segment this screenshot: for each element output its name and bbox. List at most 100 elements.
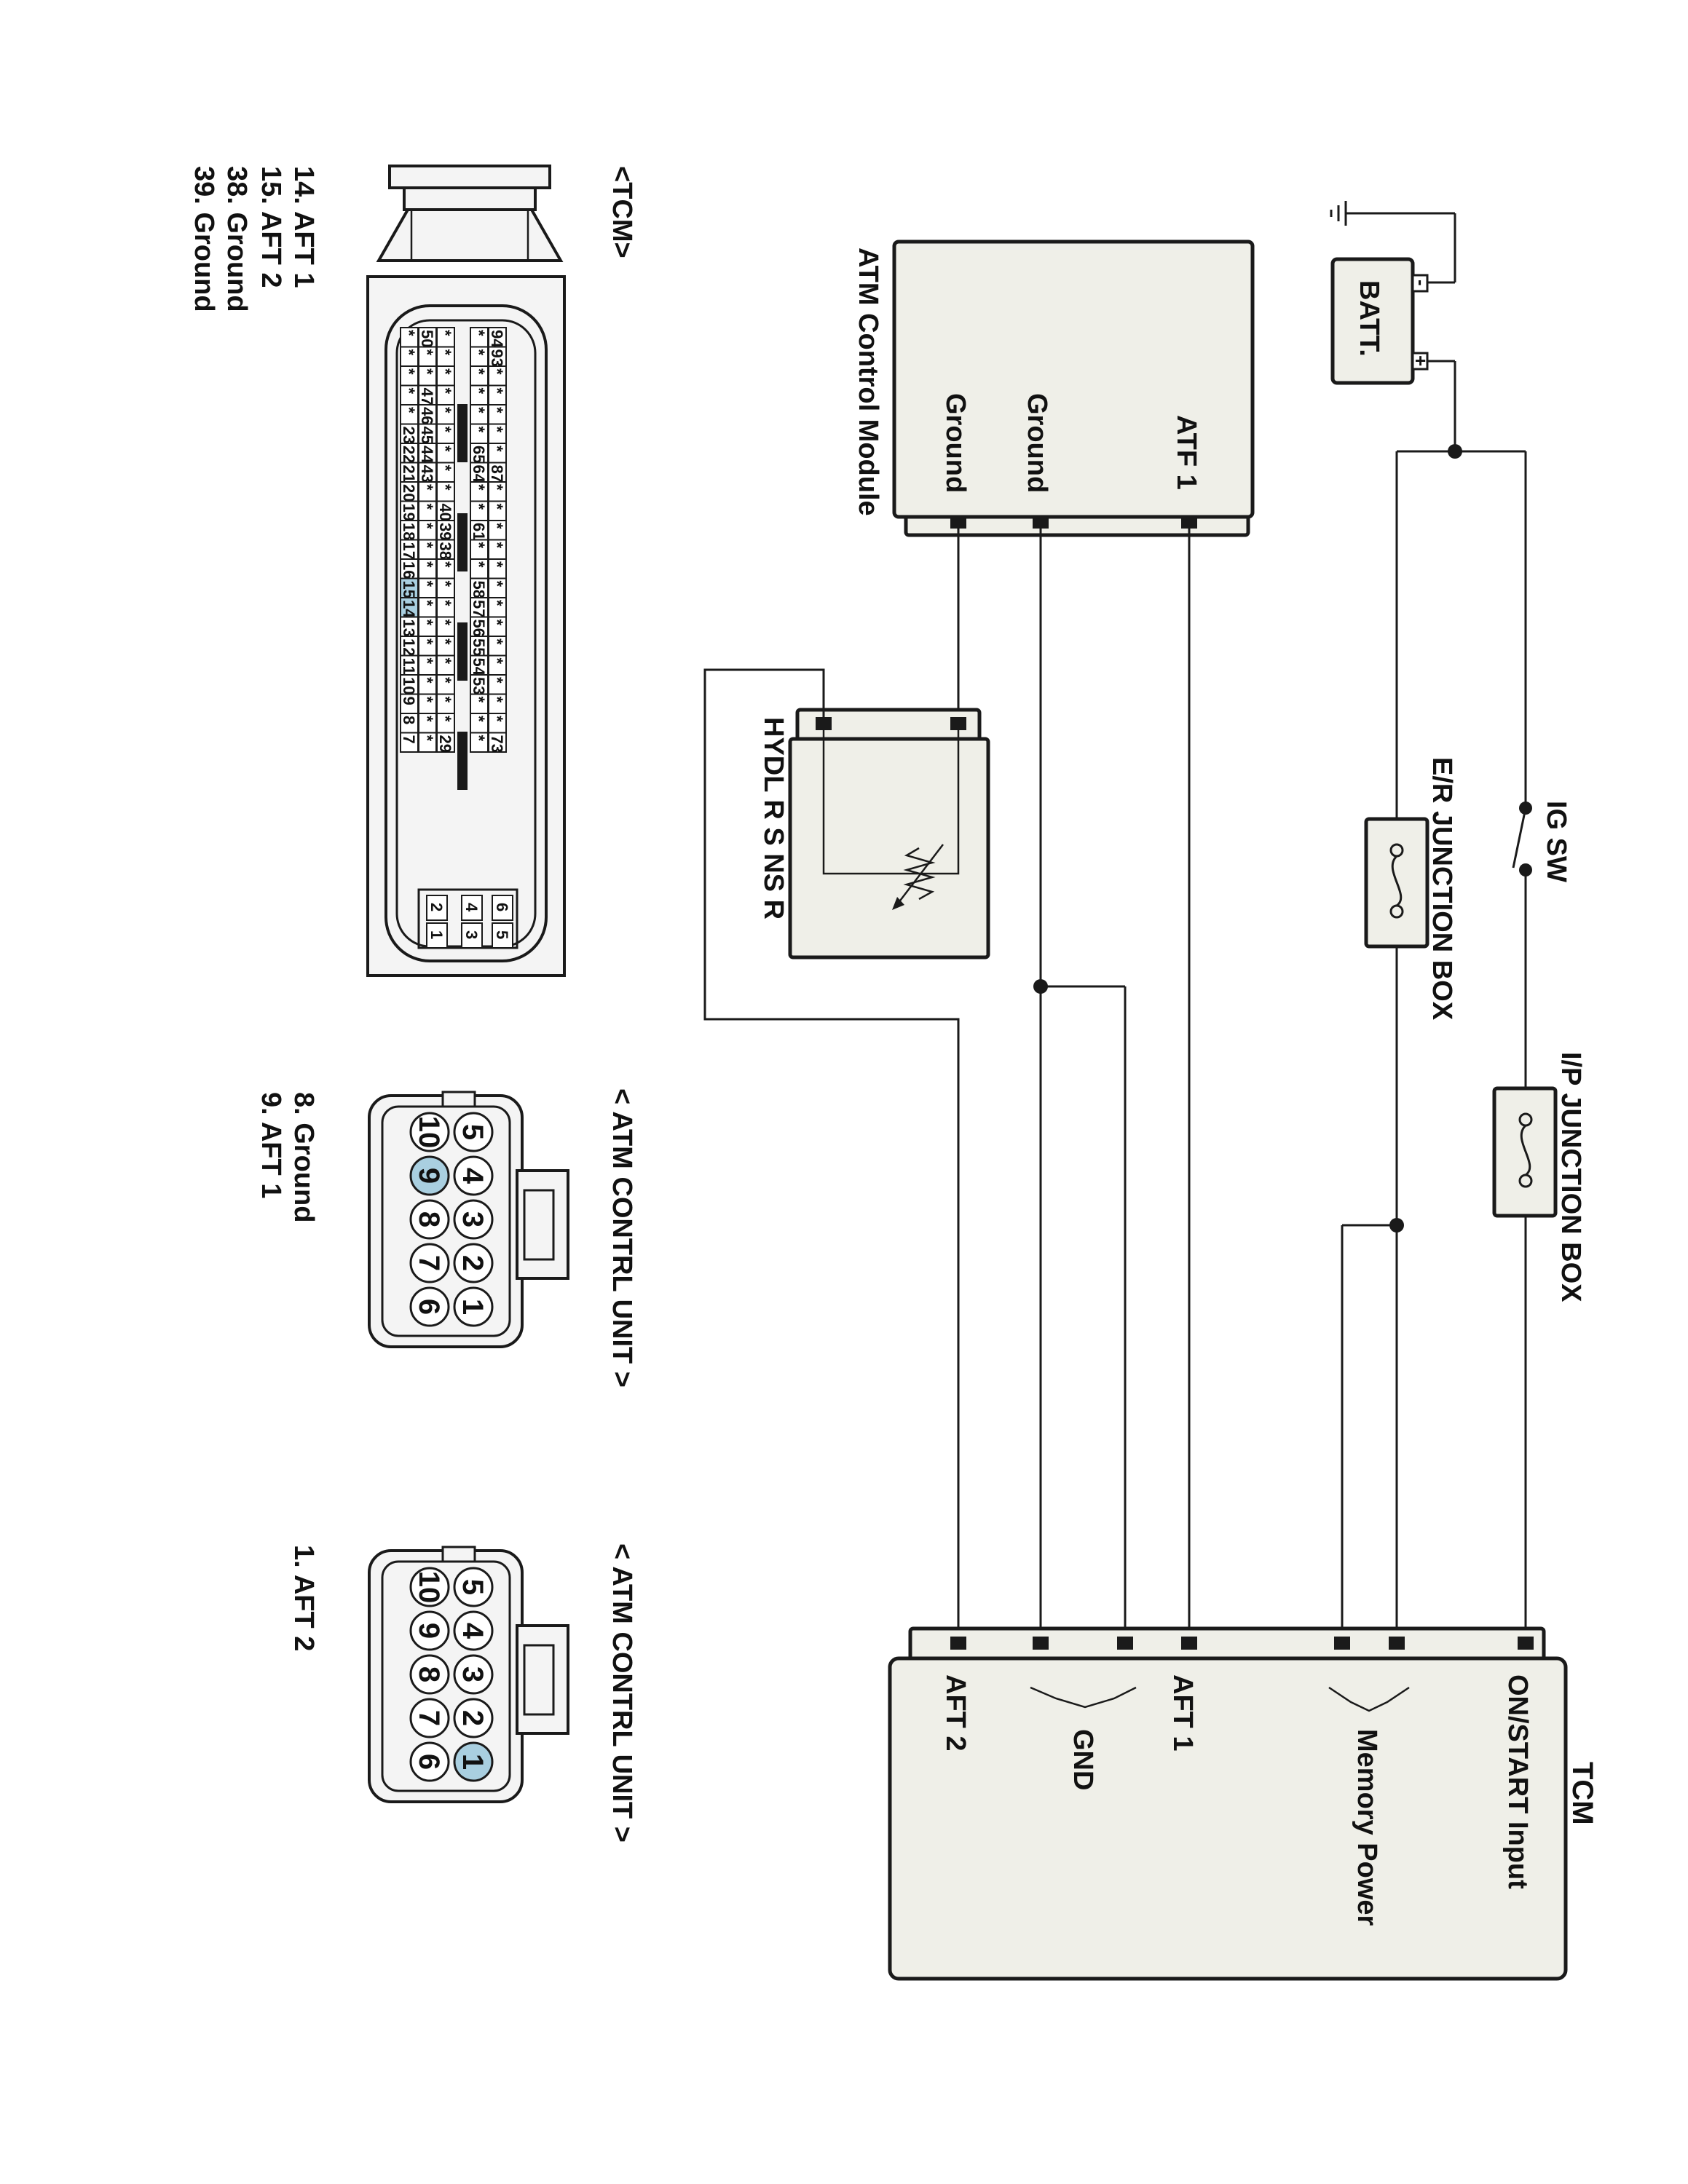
tcm-pin-cell (470, 346, 489, 367)
tcm-pin-number: * (488, 427, 506, 433)
tcm-pin-number: * (488, 561, 506, 568)
tcm-pin-number: * (436, 581, 454, 587)
atm-pin-number: 6 (413, 1754, 445, 1770)
tcm-pin-number: 29 (436, 735, 454, 753)
tcm-pin-14: 14. AFT 1 (288, 166, 319, 288)
tcm-pin-number: * (418, 716, 436, 722)
tcm-pin-number: 11 (400, 658, 418, 675)
tcm-pin-cell (470, 384, 489, 405)
tcm-pin-cell (400, 713, 419, 734)
atm-pin-number: 4 (457, 1623, 489, 1639)
atm-pin (409, 1654, 450, 1695)
tcm-pin-number: * (436, 716, 454, 722)
tcm-pin-number: 73 (488, 735, 506, 753)
tcm-pin-cell (418, 365, 437, 387)
tcm-pin-cell (470, 423, 489, 444)
tcm-pin-number: * (488, 677, 506, 684)
tcm-pin-number: 43 (418, 465, 436, 483)
tcm-pin-number: * (488, 620, 506, 626)
er-junction-label: E/R JUNCTION BOX (1427, 757, 1457, 1021)
tcm-pin-cell (470, 443, 489, 464)
tcm-aux-pin (492, 922, 513, 949)
tcm-pin-number: * (418, 349, 436, 356)
tcm-pin-cell (470, 636, 489, 657)
tcm-pin-number: * (470, 561, 488, 568)
atm-pin (409, 1286, 450, 1327)
tcm-pin-39: 39. Ground (189, 166, 219, 312)
tcm-pin-number: 58 (470, 581, 488, 598)
tcm-pin-number: * (436, 465, 454, 472)
tcm-pin-number: * (470, 504, 488, 510)
tcm-pin-aft2: AFT 2 (940, 1674, 971, 1752)
tcm-pin-gnd: GND (1068, 1729, 1098, 1790)
tcm-pin-number: * (418, 542, 436, 549)
tcm-aux-pin (461, 922, 483, 949)
atm-pin-number: 8 (413, 1211, 445, 1227)
tcm-pin-number: * (488, 638, 506, 645)
tcm-pin-number: * (488, 484, 506, 491)
tcm-pin-cell (400, 327, 419, 348)
tcm-pin-number: 12 (400, 638, 418, 656)
atm-pin-number: 2 (457, 1255, 489, 1271)
tcm-pin-cell (418, 616, 437, 637)
tcm-pin-number: 38 (436, 542, 454, 560)
tcm-pin-number: 45 (418, 427, 436, 444)
atm-pin (453, 1567, 494, 1607)
tcm-pin-number: * (400, 368, 418, 375)
tcm-pin-number: 10 (400, 677, 418, 695)
tcm-pin-number: * (436, 368, 454, 375)
tcm-connector-title: <TCM> (607, 166, 637, 258)
atm-pin-number: 9 (413, 1168, 445, 1184)
atm-connector-2-title: < ATM CONTRL UNIT > (607, 1543, 637, 1843)
atm-pin (409, 1243, 450, 1283)
tcm-pin-cell (470, 713, 489, 734)
atm-pin-number: 7 (413, 1255, 445, 1271)
tcm-pin-number: 57 (470, 600, 488, 617)
tcm-pin-number: * (470, 349, 488, 356)
tcm-pin-cell (436, 346, 455, 367)
tcm-pin-number: * (488, 446, 506, 452)
tcm-pin-number: 22 (400, 446, 418, 463)
hydl-sensor-label: HYDL R S NS R (758, 717, 789, 919)
tcm-aux-number: 6 (493, 903, 511, 911)
tcm-pin-cell (418, 732, 437, 753)
tcm-pin-number: * (418, 504, 436, 510)
atm-pin (453, 1112, 494, 1152)
atm-pin (453, 1741, 494, 1782)
tcm-pin-number: * (418, 600, 436, 606)
tcm-pin-number: * (436, 427, 454, 433)
tcm-pin-cell (470, 481, 489, 502)
tcm-pin-cell (400, 481, 419, 502)
tcm-pin-number: * (436, 600, 454, 606)
tcm-pin-cell (400, 346, 419, 367)
tcm-pin-cell (400, 577, 419, 598)
atm-pin-number: 8 (413, 1666, 445, 1682)
tcm-pin-number: 15 (400, 581, 418, 598)
battery-label: BATT. (1354, 280, 1384, 357)
tcm-pin-number: 7 (400, 735, 418, 744)
tcm-module: TCM ON/START Input Memory Power AFT 1 GN… (888, 1626, 1598, 1981)
tcm-pin-number: * (470, 484, 488, 491)
tcm-pin-number: * (418, 581, 436, 587)
atm-control-module: ATM Control Module ATF 1 Ground Ground (853, 240, 1255, 537)
atm-pin (453, 1610, 494, 1651)
tcm-pin-cell (436, 693, 455, 714)
tcm-pin-number: * (470, 388, 488, 395)
tcm-pin-cell (436, 384, 455, 405)
tcm-pin-number: 54 (470, 658, 488, 676)
ig-switch-label: IG SW (1541, 801, 1571, 882)
tcm-pin-number: 53 (470, 677, 488, 695)
tcm-pin-number: 65 (470, 446, 488, 463)
tcm-pin-cell (436, 539, 455, 560)
tcm-pin-number: 46 (418, 407, 436, 424)
tcm-pin-number: * (418, 561, 436, 568)
tcm-pin-number: * (470, 368, 488, 375)
atm-pin (453, 1286, 494, 1327)
atm-pin-number: 3 (457, 1666, 489, 1682)
tcm-pin-number: 19 (400, 504, 418, 521)
tcm-pin-on-start: ON/START Input (1502, 1674, 1533, 1889)
atm-pin-number: 1 (457, 1299, 489, 1315)
ip-junction-box: I/P JUNCTION BOX (1492, 1052, 1586, 1302)
tcm-pin-number: * (436, 638, 454, 645)
tcm-pin-cell (470, 654, 489, 676)
